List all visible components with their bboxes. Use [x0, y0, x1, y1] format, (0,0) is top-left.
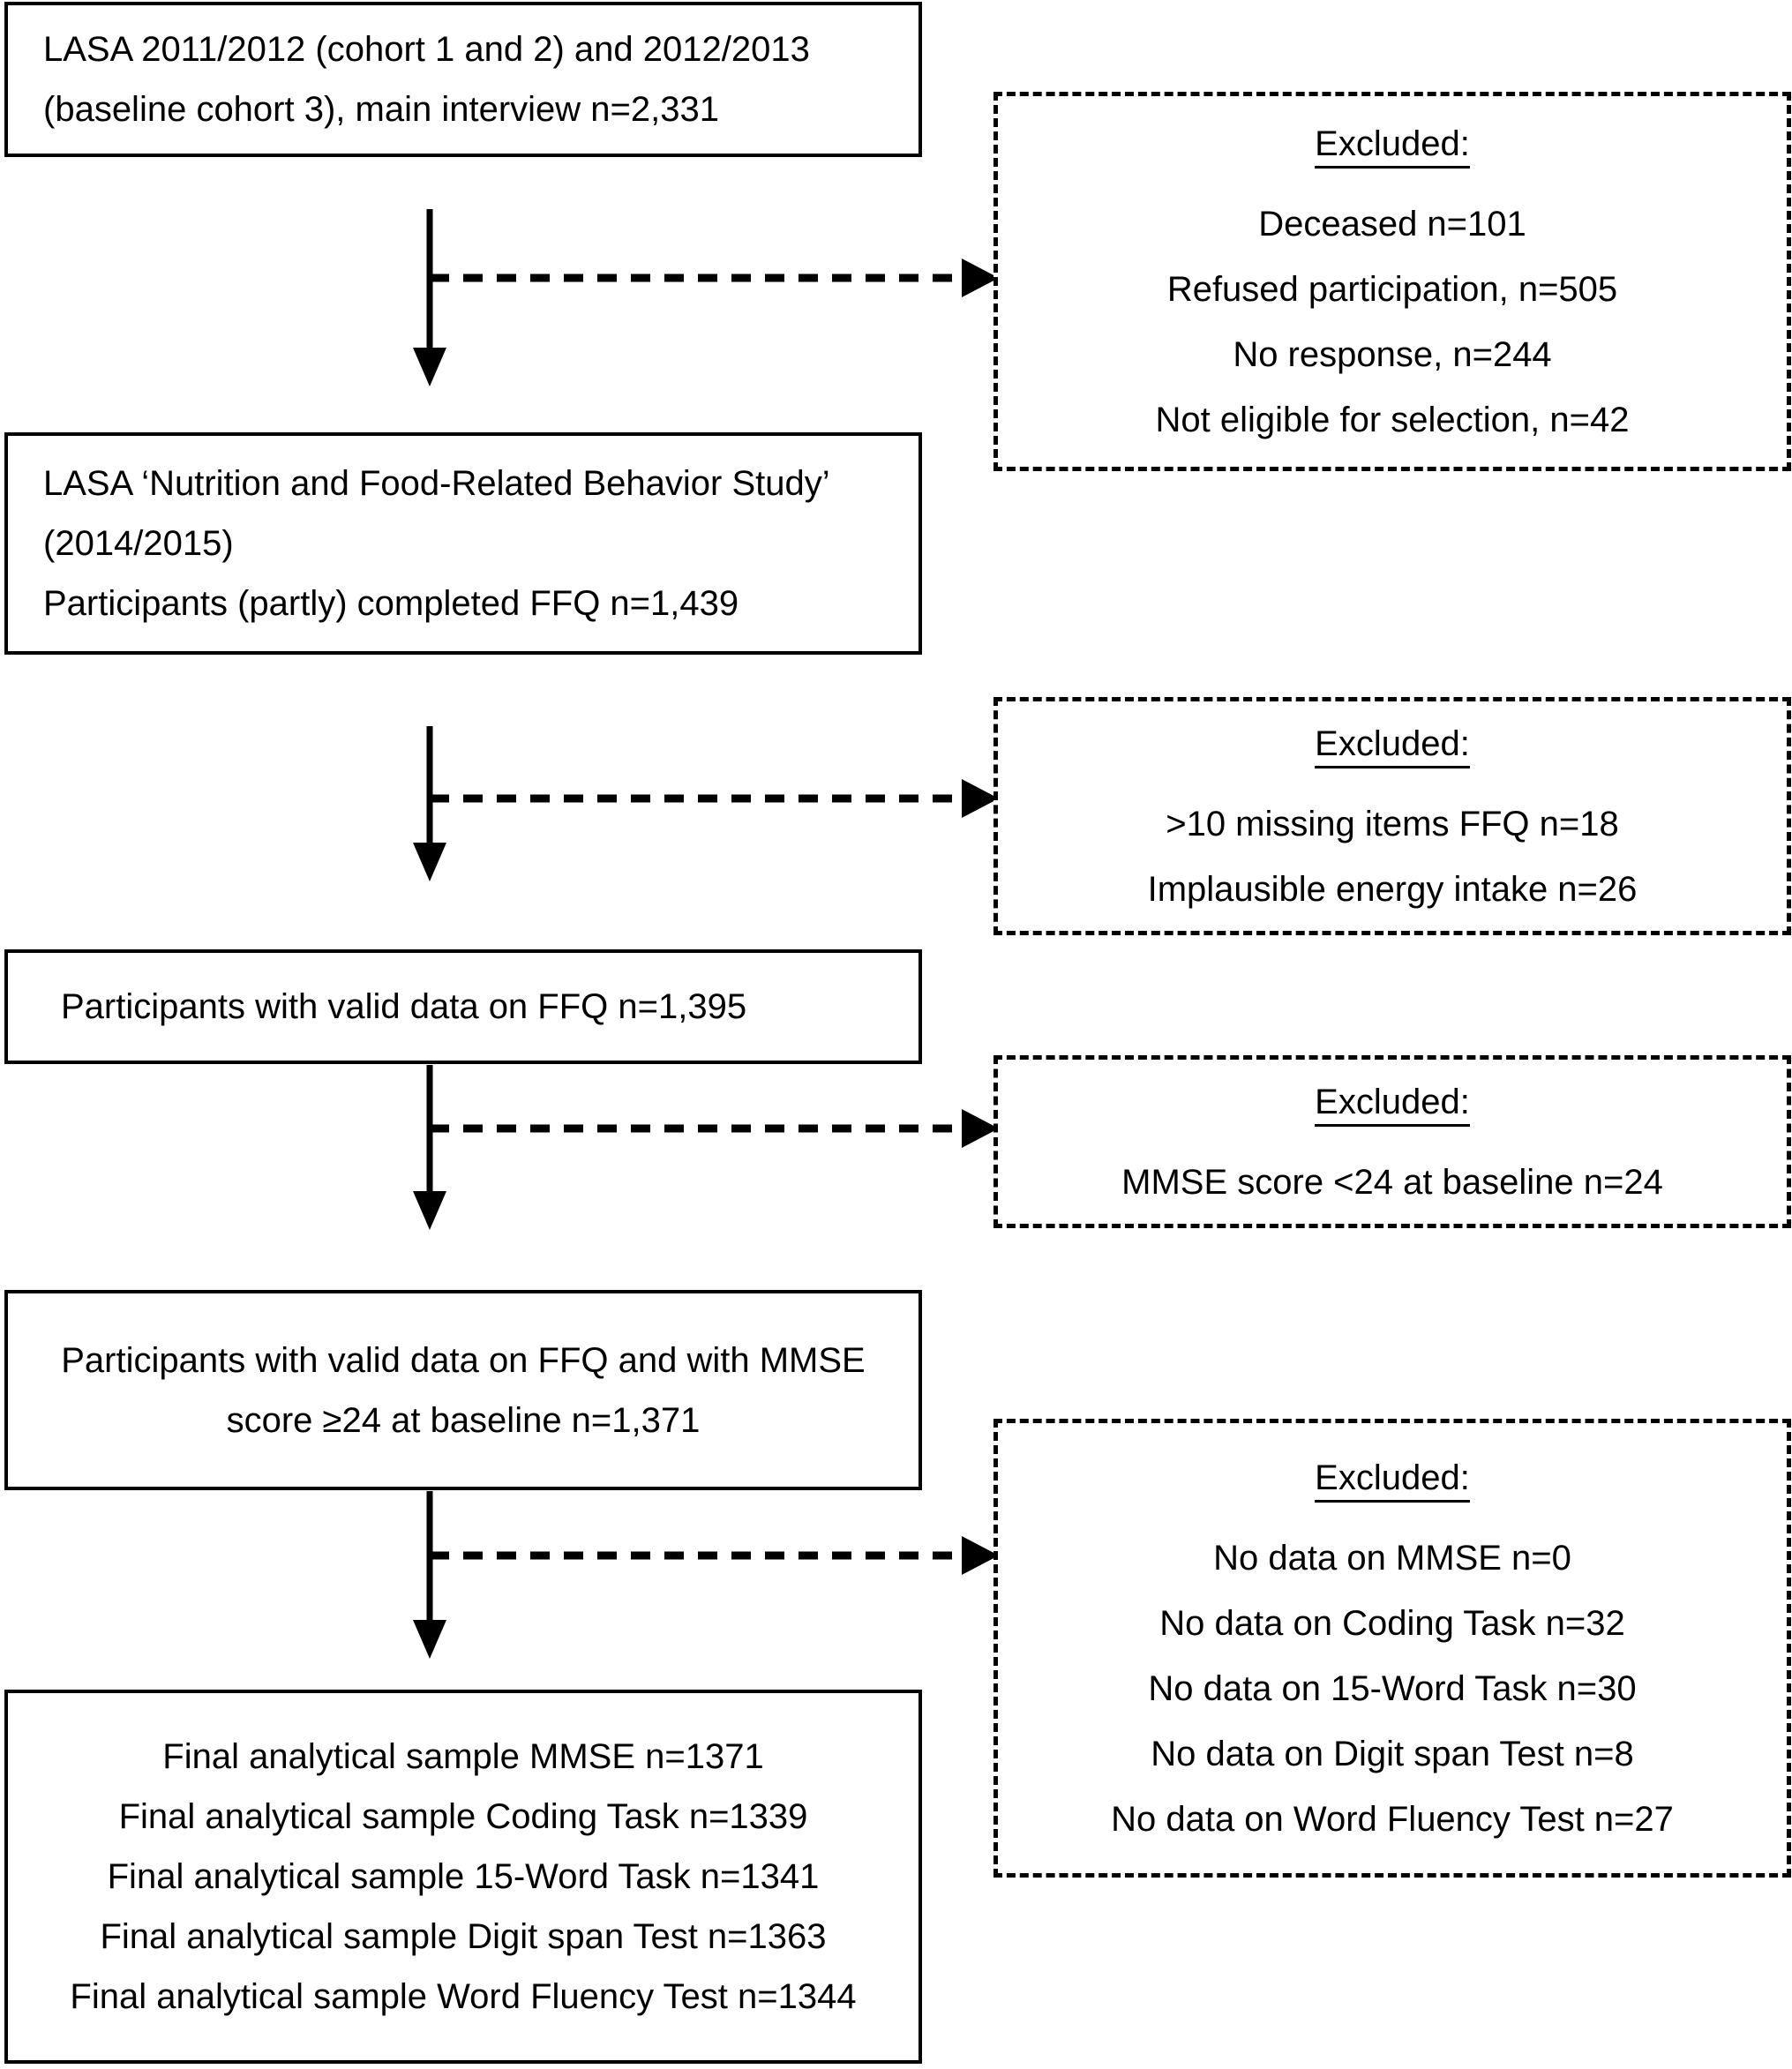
node-main-5-line-3: Final analytical sample 15-Word Task n=1… [107, 1857, 820, 1896]
excl-4-line-4: No data on Digit span Test n=8 [1151, 1734, 1634, 1773]
node-main-4: Participants with valid data on FFQ and … [4, 1290, 922, 1490]
excl-3-line-1: MMSE score <24 at baseline n=24 [1121, 1162, 1663, 1202]
node-main-3-line-1: Participants with valid data on FFQ n=1,… [61, 987, 747, 1026]
excl-2-line-2: Implausible energy intake n=26 [1147, 869, 1638, 909]
node-main-2-line-2: (2014/2015) [43, 524, 234, 563]
excl-4-line-2: No data on Coding Task n=32 [1159, 1603, 1625, 1643]
arrow-main2-to-main3 [413, 726, 446, 881]
node-main-5-line-4: Final analytical sample Digit span Test … [100, 1917, 827, 1956]
arrow-main1-to-excl1 [430, 259, 999, 297]
excl-4-line-1: No data on MMSE n=0 [1213, 1538, 1571, 1578]
excl-3-heading-text: Excluded: [1315, 1082, 1470, 1127]
excl-3-heading: Excluded: [998, 1082, 1787, 1127]
excl-4-line-5: No data on Word Fluency Test n=27 [1111, 1799, 1674, 1839]
node-main-1-line-1: LASA 2011/2012 (cohort 1 and 2) and 2012… [43, 30, 810, 69]
excl-1-line-1: Deceased n=101 [1258, 204, 1526, 244]
node-main-5-line-1: Final analytical sample MMSE n=1371 [162, 1737, 764, 1776]
arrow-main4-to-main5 [413, 1491, 446, 1659]
node-excl-4: Excluded: No data on MMSE n=0 No data on… [993, 1419, 1791, 1878]
node-excl-2: Excluded: >10 missing items FFQ n=18 Imp… [993, 697, 1791, 935]
excl-1-line-3: No response, n=244 [1233, 334, 1552, 374]
arrow-main4-to-excl4 [430, 1536, 999, 1575]
arrow-main1-to-main2 [413, 209, 446, 386]
arrow-main3-to-main4 [413, 1065, 446, 1230]
excl-1-heading-text: Excluded: [1315, 124, 1470, 169]
excl-4-heading: Excluded: [998, 1458, 1787, 1503]
node-main-1-line-2: (baseline cohort 3), main interview n=2,… [43, 90, 719, 129]
node-main-5: Final analytical sample MMSE n=1371 Fina… [4, 1690, 922, 2064]
node-main-5-line-2: Final analytical sample Coding Task n=13… [118, 1797, 808, 1836]
node-main-2-line-1: LASA ‘Nutrition and Food-Related Behavio… [43, 464, 830, 503]
node-main-2: LASA ‘Nutrition and Food-Related Behavio… [4, 432, 922, 655]
node-main-4-line-2: score ≥24 at baseline n=1,371 [226, 1400, 701, 1440]
excl-4-heading-text: Excluded: [1315, 1458, 1470, 1503]
arrow-main3-to-excl3 [430, 1109, 999, 1148]
excl-1-line-2: Refused participation, n=505 [1166, 269, 1618, 309]
excl-2-line-1: >10 missing items FFQ n=18 [1166, 804, 1619, 843]
node-main-4-line-1: Participants with valid data on FFQ and … [61, 1340, 866, 1380]
node-excl-3: Excluded: MMSE score <24 at baseline n=2… [993, 1055, 1791, 1228]
excl-1-heading: Excluded: [998, 124, 1787, 169]
node-main-1: LASA 2011/2012 (cohort 1 and 2) and 2012… [4, 2, 922, 157]
excl-2-heading: Excluded: [998, 723, 1787, 768]
excl-1-line-4: Not eligible for selection, n=42 [1155, 400, 1630, 439]
arrow-main2-to-excl2 [430, 779, 999, 818]
excl-4-line-3: No data on 15-Word Task n=30 [1148, 1668, 1637, 1708]
node-main-5-line-5: Final analytical sample Word Fluency Tes… [70, 1977, 857, 2016]
node-main-2-line-3: Participants (partly) completed FFQ n=1,… [43, 584, 739, 623]
node-main-3: Participants with valid data on FFQ n=1,… [4, 949, 922, 1064]
node-excl-1: Excluded: Deceased n=101 Refused partici… [993, 92, 1791, 471]
excl-2-heading-text: Excluded: [1315, 723, 1470, 768]
